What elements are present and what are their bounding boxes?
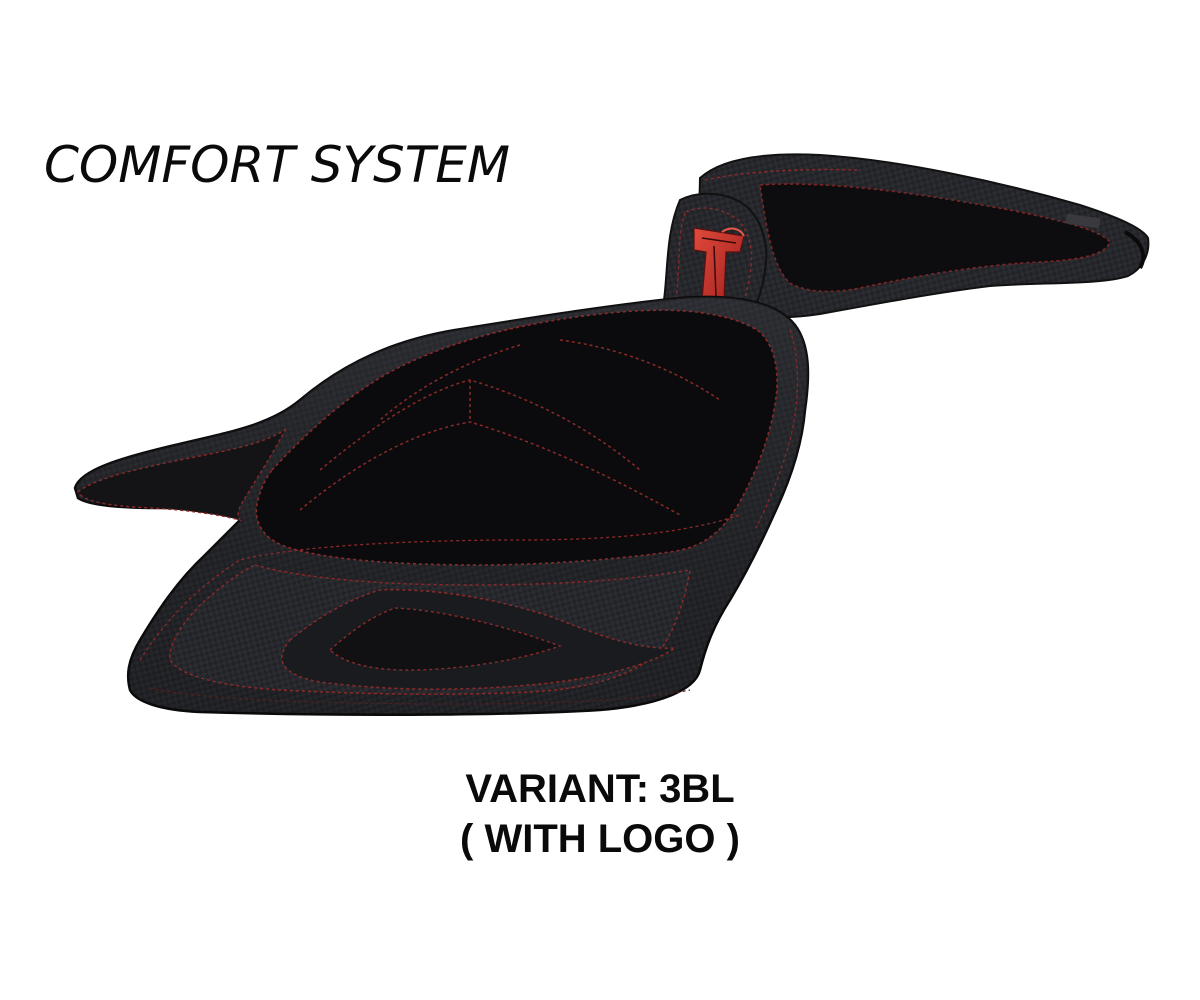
variant-line: VARIANT:3BL: [380, 764, 820, 814]
brand-logo: [693, 227, 745, 318]
variant-block: VARIANT:3BL ( WITH LOGO ): [380, 764, 820, 864]
pillion-section: [696, 153, 1150, 319]
variant-note: ( WITH LOGO ): [460, 817, 740, 861]
headline: COMFORT SYSTEM: [44, 136, 510, 194]
rider-seat: [73, 295, 810, 717]
variant-label: VARIANT:: [465, 767, 650, 811]
variant-code: 3BL: [659, 767, 735, 811]
